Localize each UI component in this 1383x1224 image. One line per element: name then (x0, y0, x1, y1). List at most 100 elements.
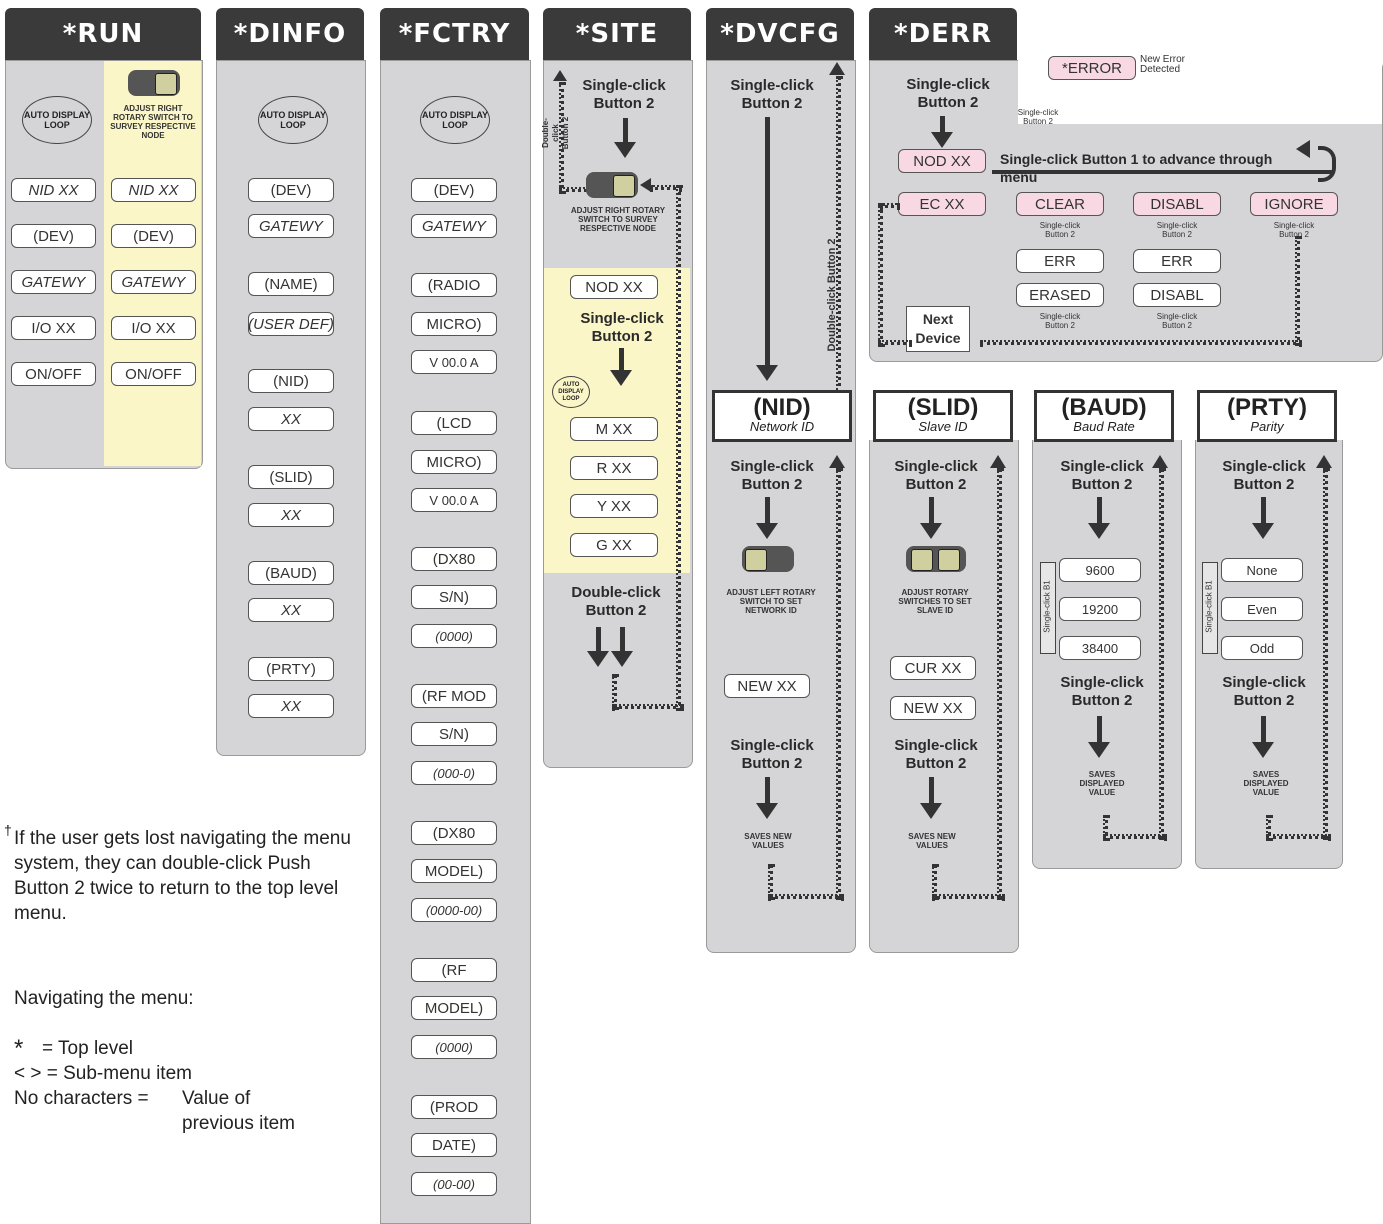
next-device-box: Next Device (906, 306, 970, 352)
nid-saves: SAVES NEW VALUES (744, 832, 792, 850)
site-single-click-2: Single-click Button 2 (580, 310, 664, 345)
rotary-switch-icon (906, 546, 966, 572)
nid-single-click: Single-click Button 2 (730, 458, 814, 493)
return-path (932, 894, 1005, 899)
site-single-click: Single-click Button 2 (582, 77, 666, 112)
run-item: I/O XX (111, 316, 196, 340)
slid-header: (SLID)Slave ID (873, 390, 1013, 442)
no-characters-label: No characters = (14, 1088, 149, 1109)
fctry-item: MODEL) (411, 996, 497, 1020)
derr-nod: NOD XX (898, 149, 986, 173)
fctry-item: V 00.0 A (411, 488, 497, 512)
left-arrow-icon (640, 178, 651, 192)
fctry-item: MODEL) (411, 859, 497, 883)
down-arrow-icon (614, 118, 636, 158)
tab-dinfo[interactable]: *DINFO (216, 8, 364, 60)
down-arrow-icon (920, 497, 942, 539)
dinfo-item: GATEWY (248, 214, 334, 238)
prty-value: Even (1221, 597, 1303, 621)
fctry-item: (00-00) (411, 1172, 497, 1196)
run-item: I/O XX (11, 316, 96, 340)
down-arrow-icon (920, 777, 942, 819)
down-arrow-icon (1088, 716, 1110, 758)
return-path (1323, 468, 1328, 840)
lost-note: If the user gets lost navigating the men… (14, 828, 351, 924)
fctry-item: GATEWY (411, 214, 497, 238)
rotary-switch-icon (742, 546, 794, 572)
dvcfg-double-click-side: Double-click Button 2 (826, 238, 838, 352)
run-item: NID XX (11, 178, 96, 202)
up-arrow-icon (1152, 455, 1168, 468)
dagger-mark: † (4, 822, 12, 838)
return-path (1266, 834, 1331, 839)
dinfo-item: (NID) (248, 369, 334, 393)
derr-sc-small: Single-click Button 2 (1273, 221, 1315, 239)
fctry-item: (RF (411, 958, 497, 982)
rotary-switch-icon (586, 172, 638, 198)
prty-side-label: Single-click B1 (1204, 580, 1214, 633)
return-path (768, 894, 844, 899)
prty-single-click: Single-click Button 2 (1222, 458, 1306, 493)
fctry-item: S/N) (411, 585, 497, 609)
fctry-item: MICRO) (411, 312, 497, 336)
auto-display-loop-icon: AUTO DISPLAY LOOP (552, 376, 590, 408)
run-item: (DEV) (11, 224, 96, 248)
left-arrow-icon (1296, 140, 1310, 158)
baud-side-bracket (1040, 562, 1056, 654)
derr-erased: ERASED (1016, 283, 1104, 307)
baud-side-label: Single-click B1 (1042, 580, 1052, 633)
return-path (1103, 834, 1167, 839)
run-item: ON/OFF (11, 362, 96, 386)
derr-single-click: Single-click Button 2 (906, 76, 990, 111)
derr-err: ERR (1133, 249, 1221, 273)
fctry-item: (RF MOD (411, 684, 497, 708)
prty-saves: SAVES DISPLAYED VALUE (1243, 770, 1289, 797)
return-path (997, 468, 1002, 900)
fctry-item: S/N) (411, 722, 497, 746)
return-path (1159, 468, 1164, 840)
return-path (878, 203, 883, 347)
star-symbol: * (14, 1035, 24, 1062)
derr-ec: EC XX (898, 192, 986, 216)
tab-fctry[interactable]: *FCTRY (380, 8, 529, 60)
nav-heading: Navigating the menu: (14, 988, 194, 1009)
tab-dvcfg[interactable]: *DVCFG (706, 8, 854, 60)
tab-derr[interactable]: *DERR (869, 8, 1017, 60)
dinfo-item: (DEV) (248, 178, 334, 202)
prty-value: None (1221, 558, 1303, 582)
return-path (1266, 815, 1271, 841)
up-arrow-icon (829, 455, 845, 468)
dinfo-item: (USER DEF) (248, 312, 334, 336)
fctry-item: (RADIO (411, 273, 497, 297)
dinfo-item: XX (248, 694, 334, 718)
fctry-item: (LCD (411, 411, 497, 435)
down-arrow-icon (611, 627, 633, 667)
nid-adjust-text: ADJUST LEFT ROTARY SWITCH TO SET NETWORK… (726, 588, 816, 615)
fctry-item: V 00.0 A (411, 350, 497, 374)
prty-value: Odd (1221, 636, 1303, 660)
fctry-item: DATE) (411, 1133, 497, 1157)
down-arrow-icon (756, 117, 778, 381)
tab-run[interactable]: *RUN (5, 8, 201, 60)
down-arrow-icon (1252, 716, 1274, 758)
dvcfg-single-click: Single-click Button 2 (730, 77, 814, 112)
fctry-item: MICRO) (411, 450, 497, 474)
return-path (880, 203, 900, 208)
derr-ignore: IGNORE (1250, 192, 1338, 216)
no-characters-text: Value of previous item (182, 1088, 295, 1134)
derr-disabl: DISABL (1133, 192, 1221, 216)
return-path (612, 674, 617, 710)
run-item: ON/OFF (111, 362, 196, 386)
rotary-switch-icon (128, 70, 180, 96)
baud-value: 38400 (1059, 636, 1141, 660)
derr-disabl-2: DISABL (1133, 283, 1221, 307)
dinfo-item: XX (248, 503, 334, 527)
dinfo-item: (SLID) (248, 465, 334, 489)
baud-value: 19200 (1059, 597, 1141, 621)
derr-sc-small: Single-click Button 2 (1156, 221, 1198, 239)
slid-saves: SAVES NEW VALUES (908, 832, 956, 850)
return-path (836, 468, 841, 900)
tab-site[interactable]: *SITE (543, 8, 691, 60)
derr-sc-small: Single-click Button 2 (1039, 312, 1081, 330)
slid-new: NEW XX (890, 696, 976, 720)
